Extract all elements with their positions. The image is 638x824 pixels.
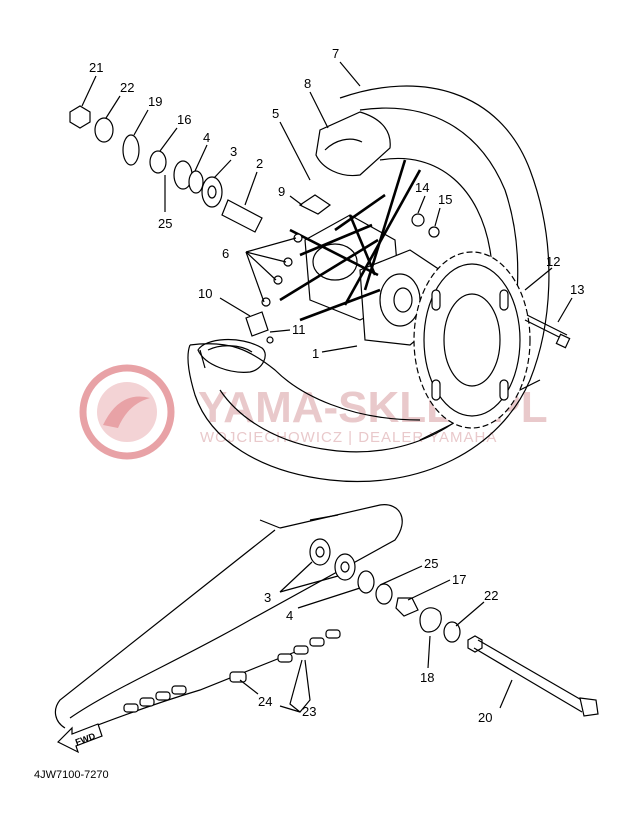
- lower-leader-lines: [239, 561, 513, 713]
- callout-8: 8: [304, 76, 311, 91]
- callout-1: 1: [312, 346, 319, 361]
- callout-24: 24: [258, 694, 272, 709]
- callout-9: 9: [278, 184, 285, 199]
- rim-band: [197, 338, 266, 373]
- upper-leader-lines: [81, 61, 573, 353]
- rear-sprocket: [413, 251, 531, 429]
- callout-15: 15: [438, 192, 452, 207]
- lower-axle-parts: [309, 538, 599, 717]
- watermark-dealer: WOJCIECHOWICZ | DEALER YAMAHA: [200, 429, 497, 446]
- callout-7: 7: [332, 46, 339, 61]
- callout-23: 23: [302, 704, 316, 719]
- nut-14: [411, 213, 425, 227]
- callout-18: 18: [420, 670, 434, 685]
- callout-25: 25: [158, 216, 172, 231]
- drive-chain: [54, 504, 403, 736]
- spoke-nipples: [261, 233, 303, 307]
- callout-10: 10: [198, 286, 212, 301]
- callout-11: 11: [292, 322, 306, 337]
- watermark-logo: [79, 364, 175, 460]
- callout-14: 14: [415, 180, 429, 195]
- callout-22-lower: 22: [484, 588, 498, 603]
- callout-22: 22: [120, 80, 134, 95]
- callout-20: 20: [478, 710, 492, 725]
- fwd-arrow: [56, 723, 103, 754]
- callout-13: 13: [570, 282, 584, 297]
- callout-21: 21: [89, 60, 103, 75]
- callout-3-lower: 3: [264, 590, 271, 605]
- bead-stopper: [245, 311, 274, 344]
- diagram-code: 4JW7100-7270: [34, 769, 109, 781]
- callout-5: 5: [272, 106, 279, 121]
- callout-4-lower: 4: [286, 608, 293, 623]
- inner-tube: [298, 111, 391, 215]
- callout-3: 3: [230, 144, 237, 159]
- callout-4: 4: [203, 130, 210, 145]
- callout-19: 19: [148, 94, 162, 109]
- callout-25-lower: 25: [424, 556, 438, 571]
- callout-17: 17: [452, 572, 466, 587]
- callout-6: 6: [222, 246, 229, 261]
- washer-15: [428, 226, 440, 238]
- upper-axle-parts: [69, 105, 263, 233]
- callout-16: 16: [177, 112, 191, 127]
- chain-links: [123, 629, 341, 713]
- callout-12: 12: [546, 254, 560, 269]
- callout-2: 2: [256, 156, 263, 171]
- sprocket-bolt: [524, 314, 571, 349]
